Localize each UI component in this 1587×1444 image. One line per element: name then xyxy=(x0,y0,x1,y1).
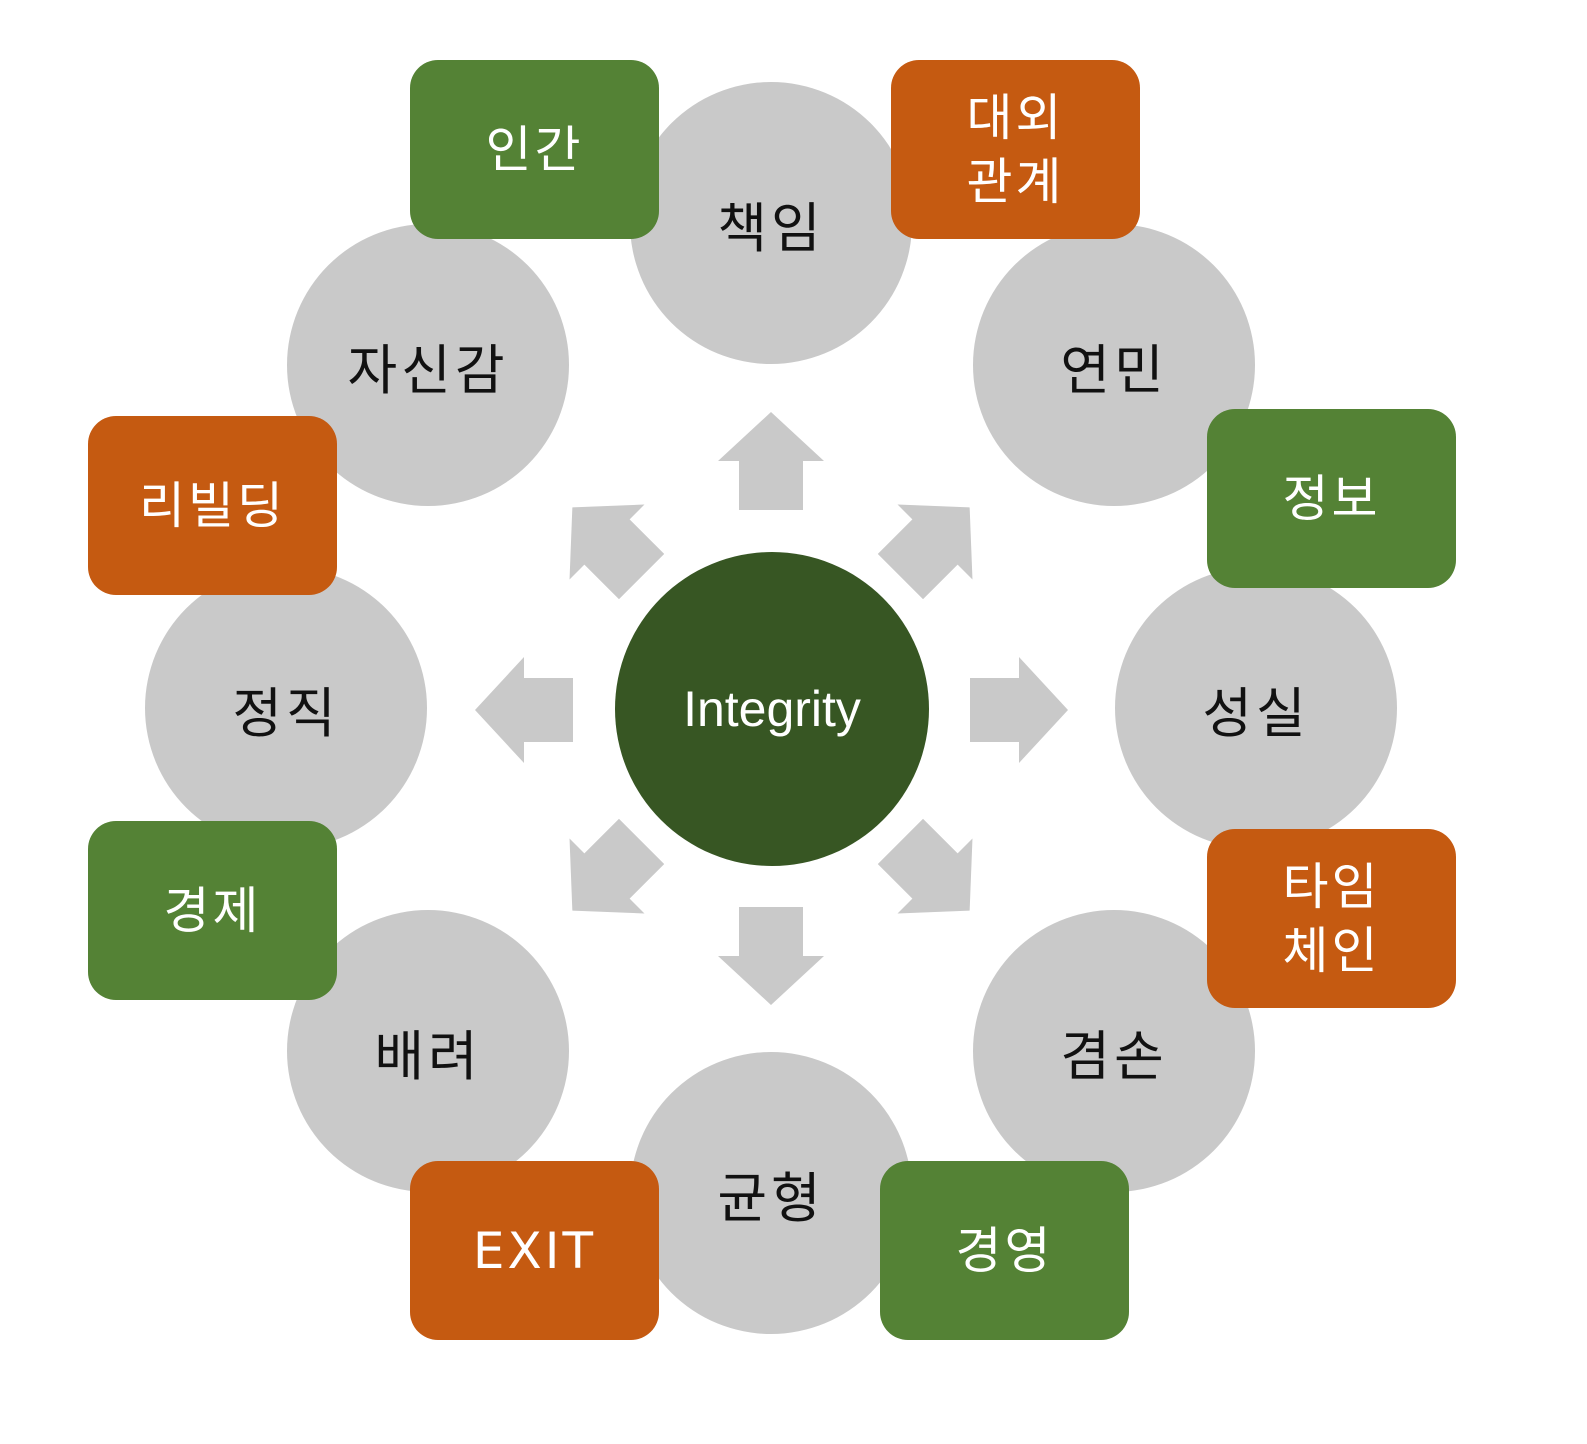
tag-box-information: 정보 xyxy=(1207,409,1456,588)
tag-box-time-chain: 타임 체인 xyxy=(1207,829,1456,1008)
tag-box-external-relations: 대외 관계 xyxy=(891,60,1140,239)
value-label: 성실 xyxy=(1202,681,1310,745)
tag-label: 정보 xyxy=(1282,469,1381,528)
arrow-left-icon xyxy=(475,657,573,763)
value-label: 정직 xyxy=(232,681,340,745)
center-circle: Integrity xyxy=(615,552,929,866)
tag-label: EXIT xyxy=(472,1221,597,1280)
value-circle-sincerity: 성실 xyxy=(1115,567,1397,849)
tag-label: 인간 xyxy=(485,120,584,179)
arrow-down-right-icon xyxy=(877,818,973,914)
tag-label: 리빌딩 xyxy=(139,476,286,535)
value-circle-balance: 균형 xyxy=(630,1052,912,1334)
tag-label: 타임 체인 xyxy=(1282,857,1381,980)
tag-box-management: 경영 xyxy=(880,1161,1129,1340)
value-label: 배려 xyxy=(374,1024,482,1088)
value-circle-responsibility: 책임 xyxy=(630,82,912,364)
arrow-up-icon xyxy=(718,412,824,510)
tag-label: 경영 xyxy=(955,1221,1054,1280)
arrow-down-left-icon xyxy=(569,818,665,914)
tag-label: 대외 관계 xyxy=(966,88,1065,211)
tag-box-exit: EXIT xyxy=(410,1161,659,1340)
arrow-right-icon xyxy=(970,657,1068,763)
value-circle-honesty: 정직 xyxy=(145,567,427,849)
value-label: 책임 xyxy=(717,196,825,260)
tag-box-economy: 경제 xyxy=(88,821,337,1000)
value-label: 자신감 xyxy=(347,338,509,402)
arrow-down-icon xyxy=(718,907,824,1005)
tag-box-human: 인간 xyxy=(410,60,659,239)
arrow-up-left-icon xyxy=(569,504,665,600)
value-label: 연민 xyxy=(1060,338,1168,402)
value-label: 겸손 xyxy=(1060,1024,1168,1088)
center-label: Integrity xyxy=(683,681,861,737)
value-circle-compassion: 연민 xyxy=(973,224,1255,506)
tag-box-rebuilding: 리빌딩 xyxy=(88,416,337,595)
arrow-up-right-icon xyxy=(877,504,973,600)
tag-label: 경제 xyxy=(163,881,262,940)
value-label: 균형 xyxy=(717,1166,825,1230)
